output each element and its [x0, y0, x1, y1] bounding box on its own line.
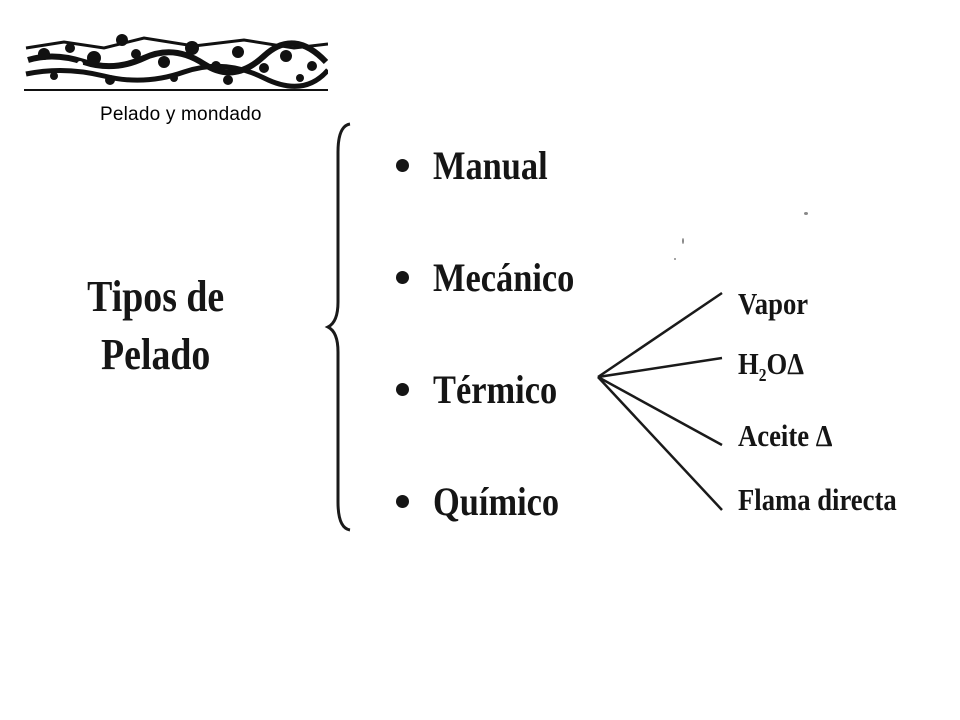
- bullet-icon: [396, 270, 409, 284]
- scan-speck: [804, 212, 808, 215]
- scan-speck: [682, 238, 684, 244]
- bullet-icon: [396, 382, 409, 396]
- type-label: Químico: [433, 478, 560, 524]
- branch-line-aceite: [597, 375, 723, 447]
- h2o-tail: OΔ: [766, 346, 804, 381]
- branch-line-vapor: [597, 291, 723, 379]
- curly-brace: [324, 122, 351, 532]
- thermal-branch-lines: [597, 291, 723, 511]
- thermal-method-flama: Flama directa: [738, 482, 897, 517]
- h2o-subscript: 2: [758, 365, 767, 386]
- decorative-banner-image: [24, 18, 328, 94]
- slide-caption: Pelado y mondado: [100, 104, 262, 125]
- type-item-mecanico: Mecánico: [396, 252, 597, 302]
- type-item-termico: Térmico: [396, 364, 577, 414]
- h2o-main: H: [738, 346, 759, 381]
- type-item-manual: Manual: [396, 140, 566, 190]
- bullet-icon: [396, 494, 409, 508]
- thermal-method-h2o: H2OΔ: [738, 346, 804, 386]
- type-label: Térmico: [433, 366, 558, 412]
- scan-speck: [674, 258, 676, 260]
- type-label: Manual: [433, 142, 548, 188]
- thermal-method-aceite: Aceite Δ: [738, 418, 833, 453]
- root-label-line2: Pelado: [101, 330, 211, 379]
- branch-line-flama: [597, 376, 723, 511]
- thermal-method-vapor: Vapor: [738, 286, 809, 321]
- root-node-label: Tipos de Pelado: [74, 268, 237, 384]
- root-label-line1: Tipos de: [87, 272, 225, 321]
- type-item-quimico: Químico: [396, 476, 580, 526]
- branch-line-h2o: [597, 356, 723, 379]
- bullet-icon: [396, 158, 409, 172]
- type-label: Mecánico: [433, 254, 575, 300]
